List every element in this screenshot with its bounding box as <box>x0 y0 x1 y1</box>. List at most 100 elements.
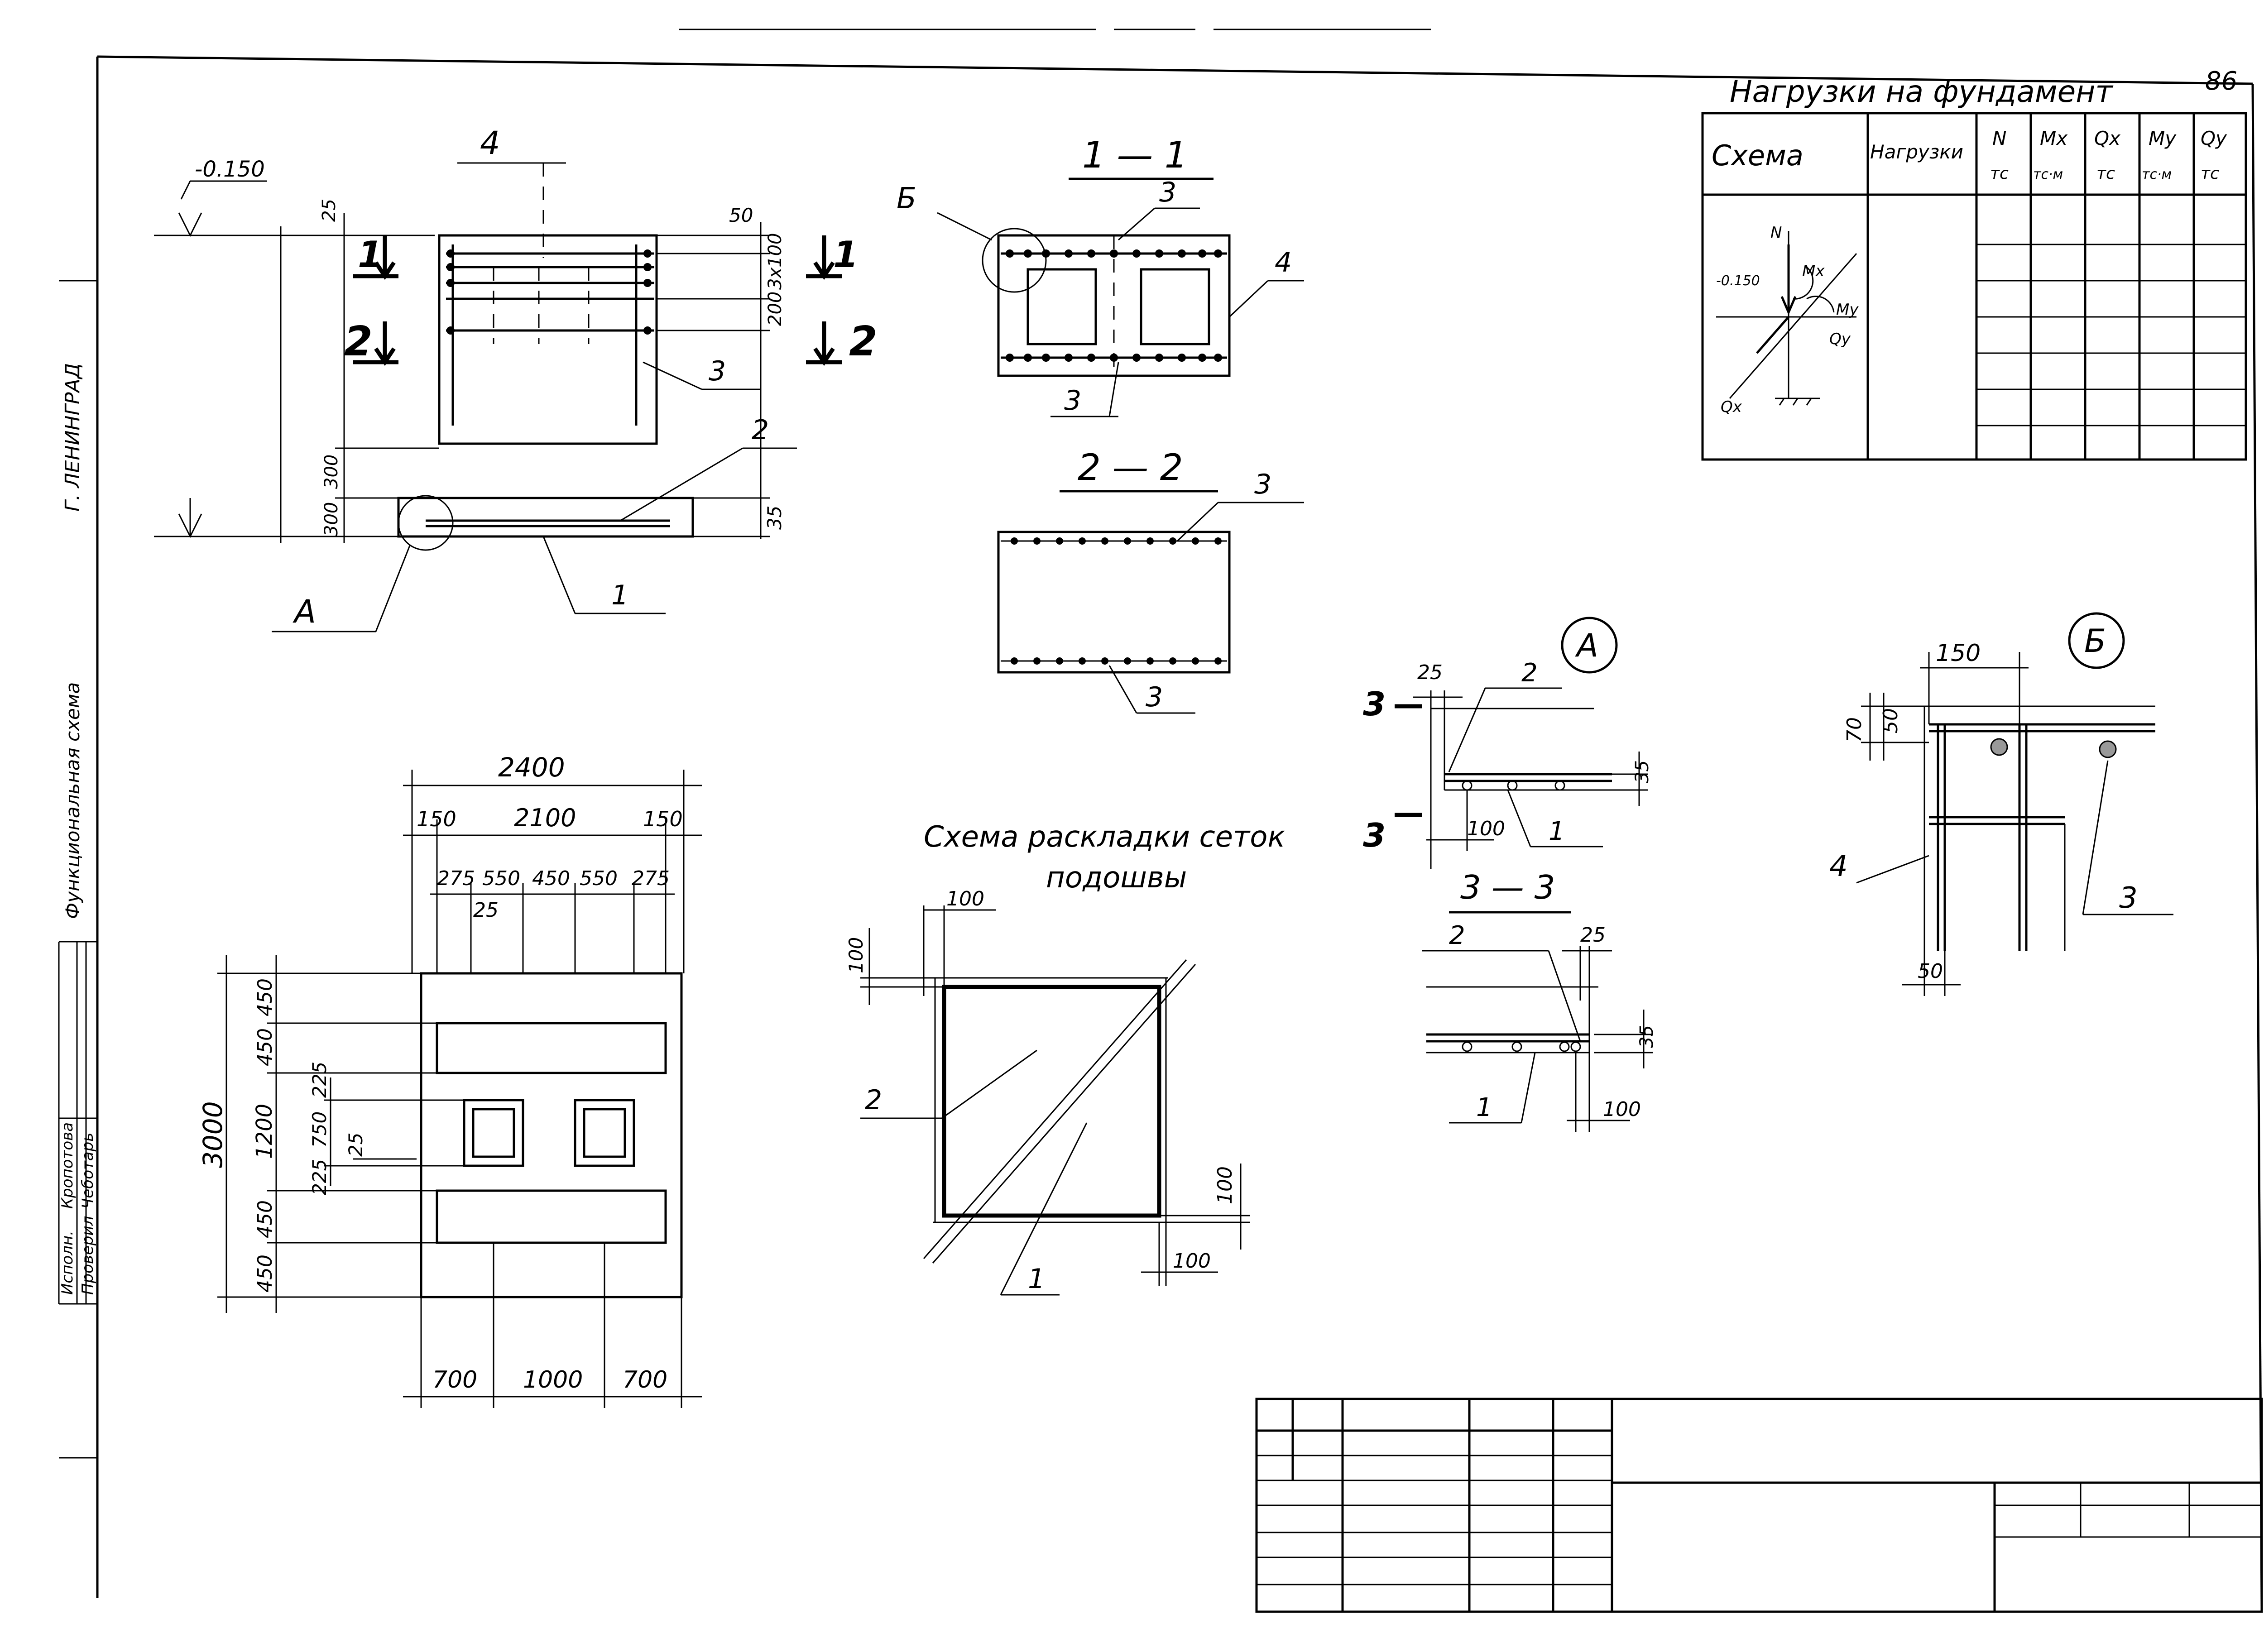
side-stamp: Г. ЛЕНИНГРАД Функциональная схема Исполн… <box>58 363 97 1305</box>
section-cut-1-left: 1 <box>358 234 383 276</box>
detail-a-mark-1: 1 <box>1549 817 1565 846</box>
plan-dim-top-right: 150 <box>643 807 683 831</box>
detail-a-label: А <box>1575 627 1598 664</box>
schema-label-qx: Qx <box>1721 398 1742 416</box>
plan-dim-left-450d: 450 <box>254 1255 277 1293</box>
loads-header-mx-unit: тс·м <box>2033 167 2063 182</box>
detail-b-mark-3: 3 <box>2119 881 2138 915</box>
elevation-mark: -0.150 <box>195 157 265 182</box>
loads-header-schema: Схема <box>1712 139 1804 172</box>
section-3-3-mark-2: 2 <box>1449 921 1465 950</box>
plan-dim-top-s1: 275 <box>437 867 475 890</box>
mesh-layout: Схема раскладки сеток подошвы 100 100 10… <box>845 820 1285 1296</box>
load-schema-sketch: N Mx My Qy Qx -0.150 <box>1716 224 1859 416</box>
section-3-3-dim-25: 25 <box>1580 924 1606 947</box>
plan-dim-left-450a: 450 <box>254 978 277 1016</box>
dim-300a-elev: 300 <box>321 455 342 489</box>
plan-dim-top-s25: 25 <box>473 899 499 922</box>
section-1-1-title: 1 — 1 <box>1082 134 1188 176</box>
elevation-mark-4: 4 <box>480 124 500 162</box>
sheet-frame <box>59 29 2263 1608</box>
loads-header-qy-unit: тс <box>2201 164 2219 183</box>
plan-dim-left-750: 750 <box>308 1111 331 1148</box>
schema-label-qy: Qy <box>1829 330 1851 348</box>
section-cut-1-right: 1 <box>833 234 859 276</box>
detail-a-dim-25: 25 <box>1417 661 1443 684</box>
side-stamp-role-2: Проверил <box>79 1216 97 1295</box>
detail-a-cut-3-bottom: 3 <box>1363 816 1386 854</box>
section-1-1: 1 — 1 Б 3 4 3 <box>897 134 1304 417</box>
title-block <box>1255 1398 2263 1613</box>
section-3-3-dim-35: 35 <box>1636 1025 1657 1048</box>
loads-header-qy: Qy <box>2201 127 2227 149</box>
loads-table: Нагрузки на фундамент Схема Нагрузки N т… <box>1701 74 2247 461</box>
section-3-3-dim-100: 100 <box>1603 1098 1641 1121</box>
plan-dim-left-total: 3000 <box>197 1101 228 1168</box>
detail-a-dim-100: 100 <box>1467 817 1505 840</box>
plan-dim-left-225b: 225 <box>308 1159 331 1195</box>
section-1-1-detail-b: Б <box>897 182 916 215</box>
loads-header-loads: Нагрузки <box>1870 141 1963 163</box>
section-2-2: 2 — 2 3 3 <box>997 446 1304 714</box>
elevation-mark-3: 3 <box>709 355 726 387</box>
schema-elevation: -0.150 <box>1716 273 1760 289</box>
plan-dim-top-s5: 275 <box>632 867 670 890</box>
loads-header-qx-unit: тс <box>2096 164 2115 183</box>
dim-25-elev: 25 <box>319 199 340 222</box>
plan-dim-bottom-right: 700 <box>623 1366 667 1393</box>
mesh-dim-top: 100 <box>946 887 984 910</box>
plan-dim-left-450c: 450 <box>254 1200 277 1238</box>
section-2-2-mark-3-bottom: 3 <box>1146 681 1163 713</box>
detail-a-dim-35: 35 <box>1632 760 1653 783</box>
elevation-detail-a: А <box>293 593 316 630</box>
dim-35-elev: 35 <box>763 506 786 530</box>
side-stamp-role-1: Исполн. <box>58 1231 77 1295</box>
mesh-layout-title-2: подошвы <box>1046 861 1187 895</box>
section-3-3-title: 3 — 3 <box>1460 868 1555 906</box>
section-2-2-title: 2 — 2 <box>1078 446 1183 488</box>
detail-a-mark-2: 2 <box>1521 658 1538 688</box>
section-cut-2-left: 2 <box>344 318 373 365</box>
side-stamp-org: Г. ЛЕНИНГРАД <box>61 363 84 512</box>
loads-header-qx: Qx <box>2094 127 2121 149</box>
section-3-3-mark-1: 1 <box>1476 1093 1492 1122</box>
mesh-mark-2: 2 <box>865 1084 882 1116</box>
section-2-2-mark-3-top: 3 <box>1254 469 1271 500</box>
schema-label-my: My <box>1836 301 1859 319</box>
plan-dim-left-225a: 225 <box>308 1062 331 1098</box>
plan-dim-top-s4: 550 <box>580 867 618 890</box>
plan-dim-bottom-left: 700 <box>432 1366 477 1393</box>
loads-header-n-unit: тс <box>1990 164 2009 183</box>
side-stamp-project: Функциональная схема <box>62 682 84 919</box>
mesh-dim-bottom: 100 <box>1173 1250 1211 1273</box>
mesh-dim-left: 100 <box>845 937 867 973</box>
mesh-dim-right: 100 <box>1214 1166 1237 1204</box>
section-1-1-mark-3-top: 3 <box>1159 177 1176 208</box>
section-1-1-mark-4: 4 <box>1275 247 1292 278</box>
plan-dim-top-left: 150 <box>417 807 456 831</box>
side-stamp-name-1: Кропотова <box>58 1122 77 1209</box>
detail-b-dim-70: 70 <box>1843 717 1866 742</box>
dim-50-elev: 50 <box>729 204 753 226</box>
mesh-layout-title-1: Схема раскладки сеток <box>924 820 1285 854</box>
plan-dim-top-s2: 550 <box>482 867 520 890</box>
section-cut-2-right: 2 <box>849 318 878 365</box>
detail-b-dim-150: 150 <box>1936 640 1981 667</box>
detail-a: А 25 35 100 2 1 3 3 <box>1363 617 1653 869</box>
schema-label-mx: Mx <box>1802 262 1825 280</box>
plan-dim-top-s3: 450 <box>532 867 570 890</box>
dim-300b-elev: 300 <box>321 502 342 536</box>
section-3-3: 3 — 3 2 25 35 100 1 <box>1422 868 1657 1132</box>
schema-label-n: N <box>1770 224 1782 242</box>
mesh-mark-1: 1 <box>1028 1263 1045 1295</box>
section-1-1-mark-3-bottom: 3 <box>1064 385 1081 417</box>
loads-header-my: My <box>2149 127 2177 149</box>
dim-200-elev: 200 <box>765 292 786 326</box>
plan-dim-left-450b: 450 <box>254 1028 277 1066</box>
loads-header-mx: Mx <box>2040 127 2068 149</box>
plan-dim-left-1200: 1200 <box>252 1104 277 1159</box>
detail-b-label: Б <box>2084 622 2106 660</box>
detail-a-cut-3-top: 3 <box>1363 685 1386 723</box>
elevation-mark-2: 2 <box>752 414 769 446</box>
